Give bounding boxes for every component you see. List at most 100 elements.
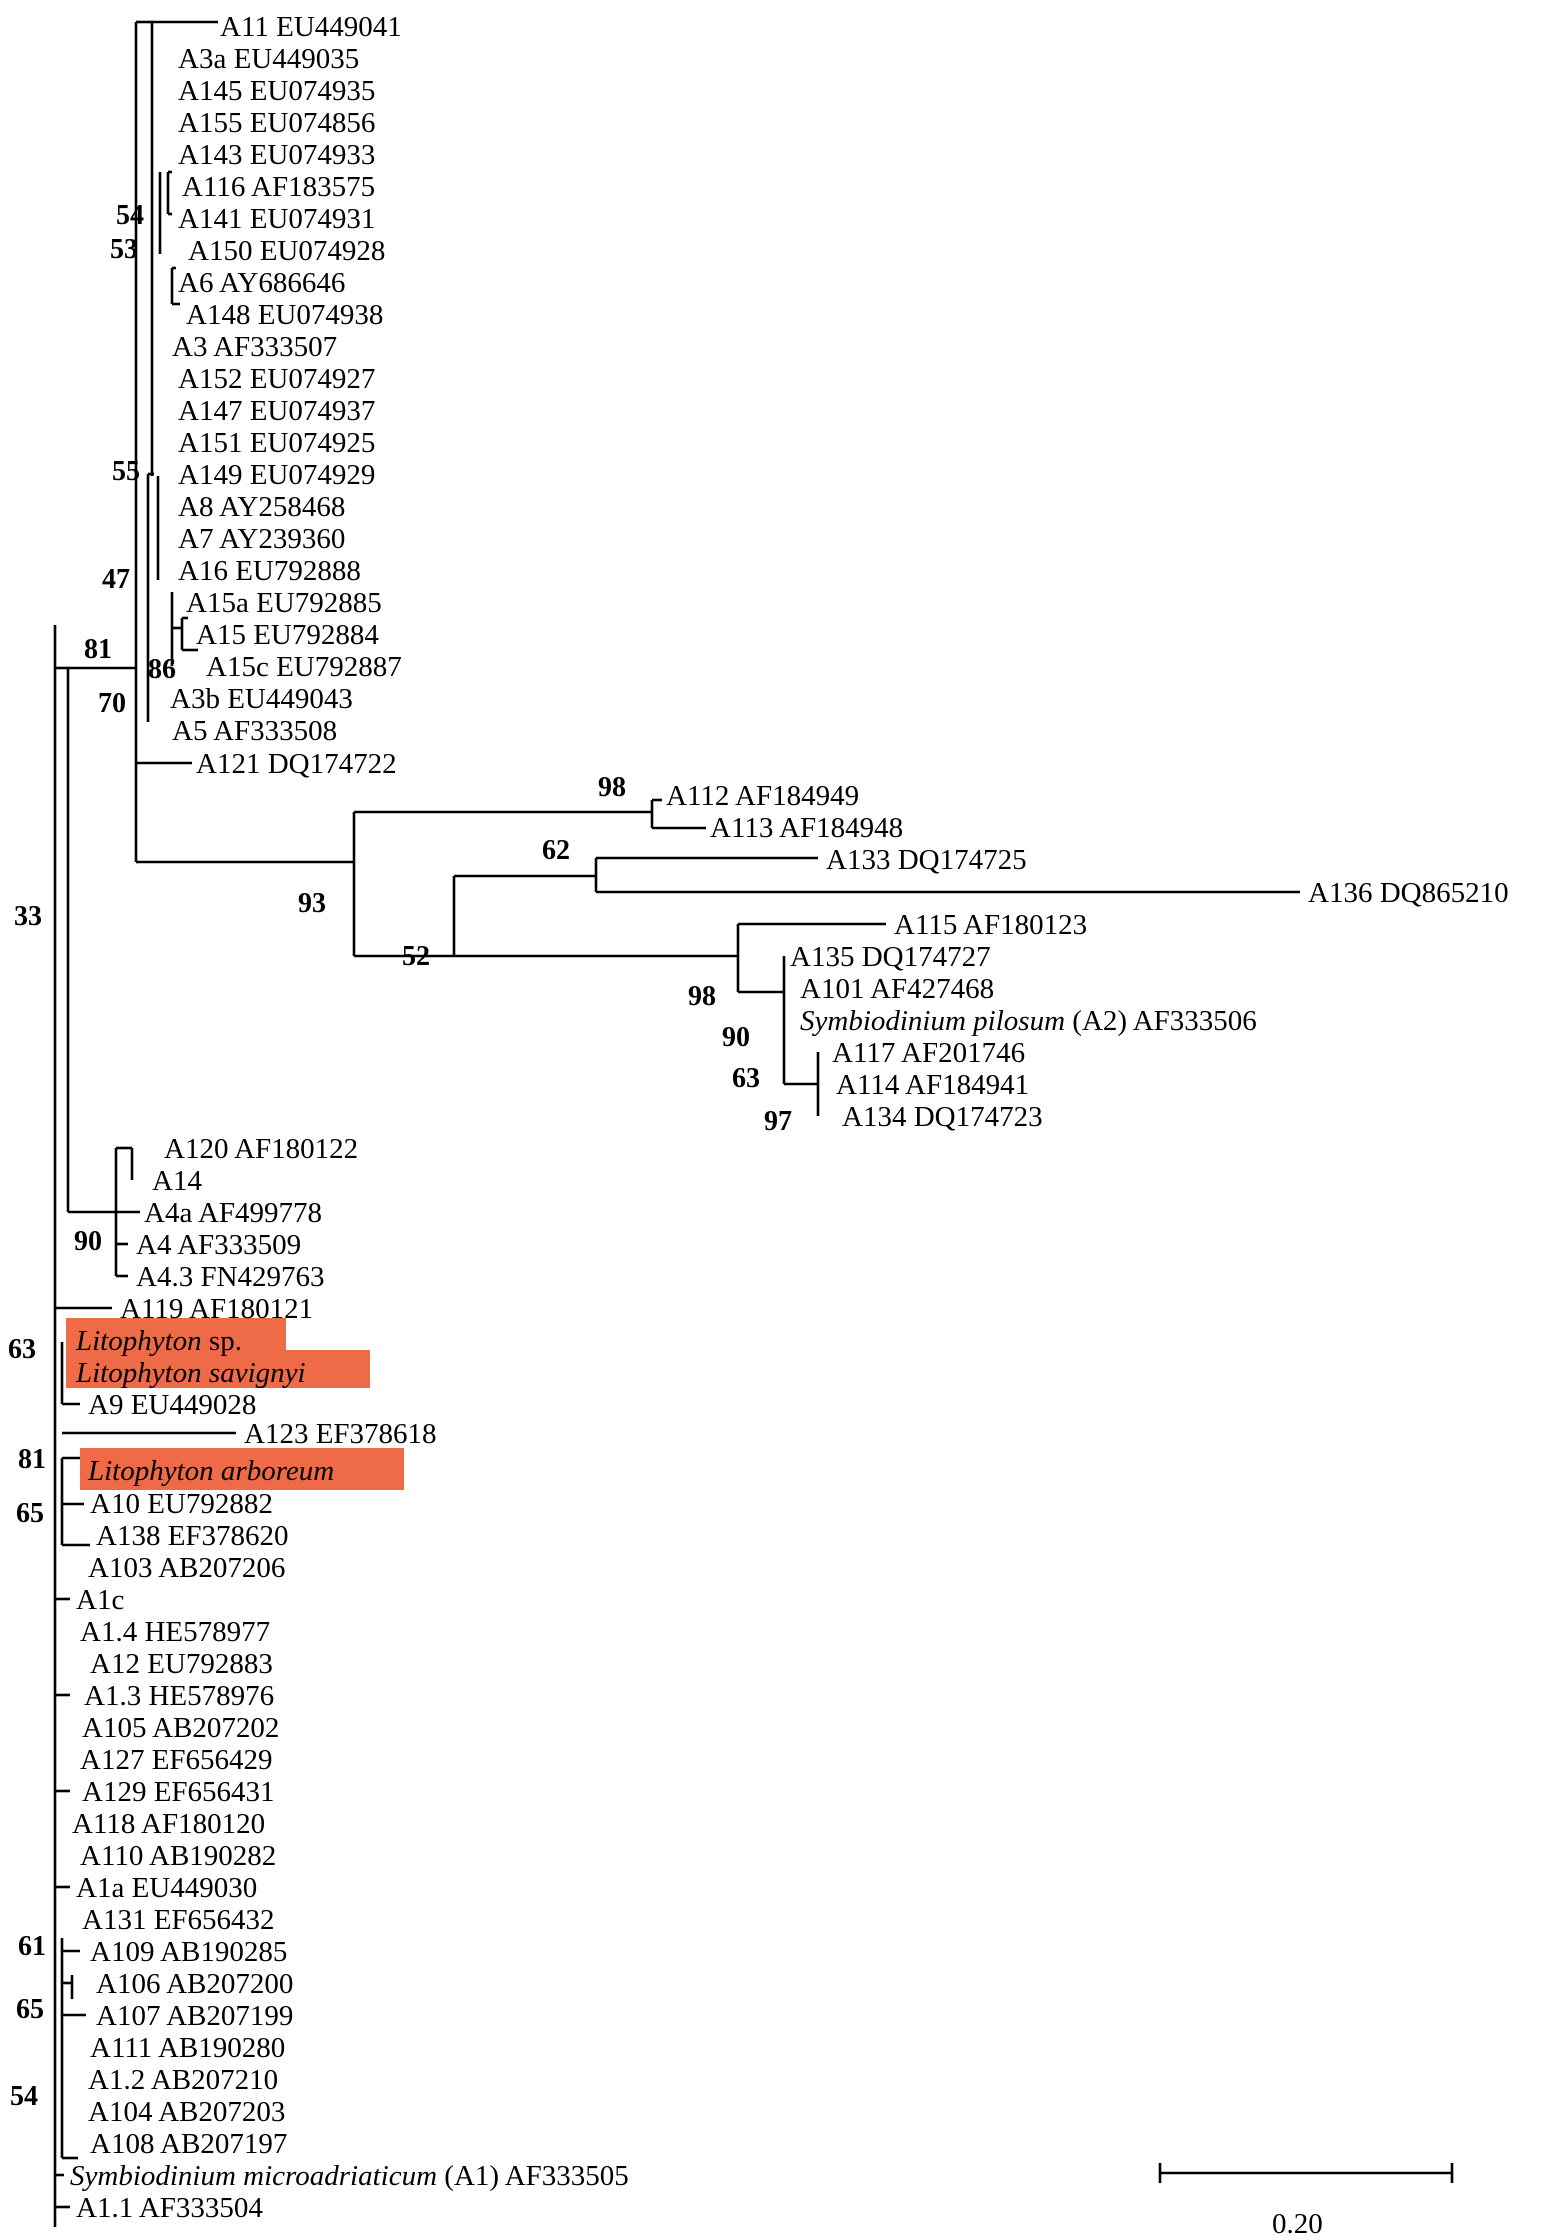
support-value-s62: 62 bbox=[542, 835, 570, 866]
taxon-label-a114: A114 AF184941 bbox=[836, 1069, 1029, 1101]
taxon-italic-microad: Symbiodinium microadriaticum bbox=[70, 2160, 437, 2192]
taxon-label-a106: A106 AB207200 bbox=[96, 1968, 293, 2000]
taxon-label-a121: A121 DQ174722 bbox=[196, 748, 397, 780]
support-value-s90b: 90 bbox=[74, 1226, 102, 1257]
taxon-label-a16: A16 EU792888 bbox=[178, 555, 361, 587]
taxon-label-a149: A149 EU074929 bbox=[178, 459, 375, 491]
taxon-label-lit_sav: Litophyton savignyi bbox=[75, 1357, 306, 1389]
support-value-s33: 33 bbox=[14, 901, 42, 932]
taxon-label-a110: A110 AB190282 bbox=[80, 1840, 276, 1872]
support-value-s63a: 63 bbox=[732, 1063, 760, 1094]
support-values: 5453554781867033986293529890639790638165… bbox=[8, 200, 792, 2112]
taxon-label-a143: A143 EU074933 bbox=[178, 139, 375, 171]
taxon-label-a101: A101 AF427468 bbox=[800, 973, 994, 1005]
taxon-label-a3a: A3a EU449035 bbox=[178, 43, 359, 75]
support-value-s63b: 63 bbox=[8, 1334, 36, 1365]
support-value-s86: 86 bbox=[148, 654, 176, 685]
taxon-label-a138: A138 EF378620 bbox=[96, 1520, 289, 1552]
taxon-label-a117: A117 AF201746 bbox=[832, 1037, 1025, 1069]
support-value-s70: 70 bbox=[98, 688, 126, 719]
taxon-label-a155: A155 EU074856 bbox=[178, 107, 375, 139]
taxon-label-a8: A8 AY258468 bbox=[178, 491, 345, 523]
taxon-highlights bbox=[66, 1318, 404, 1490]
taxon-italic-lit_sp: Litophyton bbox=[75, 1325, 202, 1357]
taxon-label-a11: A11 EU449041 bbox=[220, 11, 402, 43]
support-value-s55: 55 bbox=[112, 456, 140, 487]
taxon-label-a9: A9 EU449028 bbox=[88, 1389, 256, 1421]
support-value-s65b: 65 bbox=[16, 1994, 44, 2025]
taxon-label-a14: A14 bbox=[152, 1165, 202, 1197]
taxon-label-lit_sp: Litophyton sp. bbox=[75, 1325, 242, 1357]
support-value-s53: 53 bbox=[110, 234, 138, 265]
taxon-label-a150: A150 EU074928 bbox=[188, 235, 385, 267]
taxon-label-a134: A134 DQ174723 bbox=[842, 1101, 1043, 1133]
taxon-label-a133: A133 DQ174725 bbox=[826, 844, 1027, 876]
taxon-label-a118: A118 AF180120 bbox=[72, 1808, 265, 1840]
taxon-label-a11af: A1.1 AF333504 bbox=[76, 2192, 263, 2224]
taxon-label-a148: A148 EU074938 bbox=[186, 299, 383, 331]
taxon-label-a15c: A15c EU792887 bbox=[206, 651, 402, 683]
support-value-s47: 47 bbox=[102, 564, 130, 595]
taxon-label-a7: A7 AY239360 bbox=[178, 523, 345, 555]
taxon-label-a43: A4.3 FN429763 bbox=[136, 1261, 325, 1293]
taxon-label-a111: A111 AB190280 bbox=[90, 2032, 285, 2064]
taxon-label-a3b: A3b EU449043 bbox=[170, 683, 353, 715]
highlight-box-lit_sp bbox=[66, 1318, 286, 1356]
taxon-label-a105: A105 AB207202 bbox=[82, 1712, 279, 1744]
taxon-suffix-microad: (A1) AF333505 bbox=[437, 2160, 629, 2192]
support-value-s90a: 90 bbox=[722, 1022, 750, 1053]
support-value-s81b: 81 bbox=[18, 1444, 46, 1475]
taxon-label-a108: A108 AB207197 bbox=[90, 2128, 287, 2160]
support-value-s54a: 54 bbox=[116, 200, 144, 231]
taxon-label-a152: A152 EU074927 bbox=[178, 363, 375, 395]
taxon-label-a131: A131 EF656432 bbox=[82, 1904, 275, 1936]
taxon-italic-pilosum: Symbiodinium pilosum bbox=[800, 1005, 1065, 1037]
taxon-label-a104: A104 AB207203 bbox=[88, 2096, 285, 2128]
support-value-s81a: 81 bbox=[84, 634, 112, 665]
highlight-box-lit_sav bbox=[66, 1350, 370, 1388]
taxon-label-a15a: A15a EU792885 bbox=[186, 587, 382, 619]
taxon-label-a13he: A1.3 HE578976 bbox=[84, 1680, 274, 1712]
scale-bar-label: 0.20 bbox=[1272, 2208, 1323, 2240]
taxon-label-a6: A6 AY686646 bbox=[178, 267, 345, 299]
taxon-label-a103: A103 AB207206 bbox=[88, 1552, 285, 1584]
taxon-label-a119: A119 AF180121 bbox=[120, 1293, 313, 1325]
taxon-label-a123: A123 EF378618 bbox=[244, 1418, 437, 1450]
taxon-label-a113: A113 AF184948 bbox=[710, 812, 903, 844]
taxon-label-a112: A112 AF184949 bbox=[666, 780, 859, 812]
taxon-label-a10: A10 EU792882 bbox=[90, 1488, 273, 1520]
support-value-s61: 61 bbox=[18, 1931, 46, 1962]
tree-branches bbox=[53, 20, 1300, 2227]
taxon-label-a141: A141 EU074931 bbox=[178, 203, 375, 235]
taxon-label-a109: A109 AB190285 bbox=[90, 1936, 287, 1968]
support-value-s98a: 98 bbox=[598, 772, 626, 803]
taxon-label-a147: A147 EU074937 bbox=[178, 395, 375, 427]
taxon-label-a120: A120 AF180122 bbox=[164, 1133, 358, 1165]
taxon-label-a15: A15 EU792884 bbox=[196, 619, 379, 651]
taxon-label-a1c: A1c bbox=[76, 1584, 124, 1616]
taxon-label-a4a: A4a AF499778 bbox=[144, 1197, 322, 1229]
taxon-label-a1a: A1a EU449030 bbox=[76, 1872, 257, 1904]
support-value-s98b: 98 bbox=[688, 981, 716, 1012]
taxon-label-microad: Symbiodinium microadriaticum (A1) AF3335… bbox=[70, 2160, 629, 2192]
taxon-label-a116: A116 AF183575 bbox=[182, 171, 375, 203]
taxon-label-a107: A107 AB207199 bbox=[96, 2000, 293, 2032]
taxon-italic-lit_arb: Litophyton arboreum bbox=[87, 1455, 334, 1487]
support-value-s93: 93 bbox=[298, 888, 326, 919]
taxon-label-a3: A3 AF333507 bbox=[172, 331, 337, 363]
highlight-box-lit_arb bbox=[80, 1448, 404, 1490]
taxon-label-a151: A151 EU074925 bbox=[178, 427, 375, 459]
taxon-label-a115: A115 AF180123 bbox=[894, 909, 1087, 941]
taxon-label-a14he: A1.4 HE578977 bbox=[80, 1616, 270, 1648]
taxon-label-lit_arb: Litophyton arboreum bbox=[87, 1455, 334, 1487]
taxon-label-a135: A135 DQ174727 bbox=[790, 941, 991, 973]
taxon-label-a4: A4 AF333509 bbox=[136, 1229, 301, 1261]
taxon-label-a12: A12 EU792883 bbox=[90, 1648, 273, 1680]
taxon-label-a129: A129 EF656431 bbox=[82, 1776, 275, 1808]
scale-bar: 0.20 bbox=[1158, 2163, 1454, 2240]
taxon-label-pilosum: Symbiodinium pilosum (A2) AF333506 bbox=[800, 1005, 1257, 1037]
support-value-s54b: 54 bbox=[10, 2081, 38, 2112]
support-value-s97: 97 bbox=[764, 1106, 792, 1137]
